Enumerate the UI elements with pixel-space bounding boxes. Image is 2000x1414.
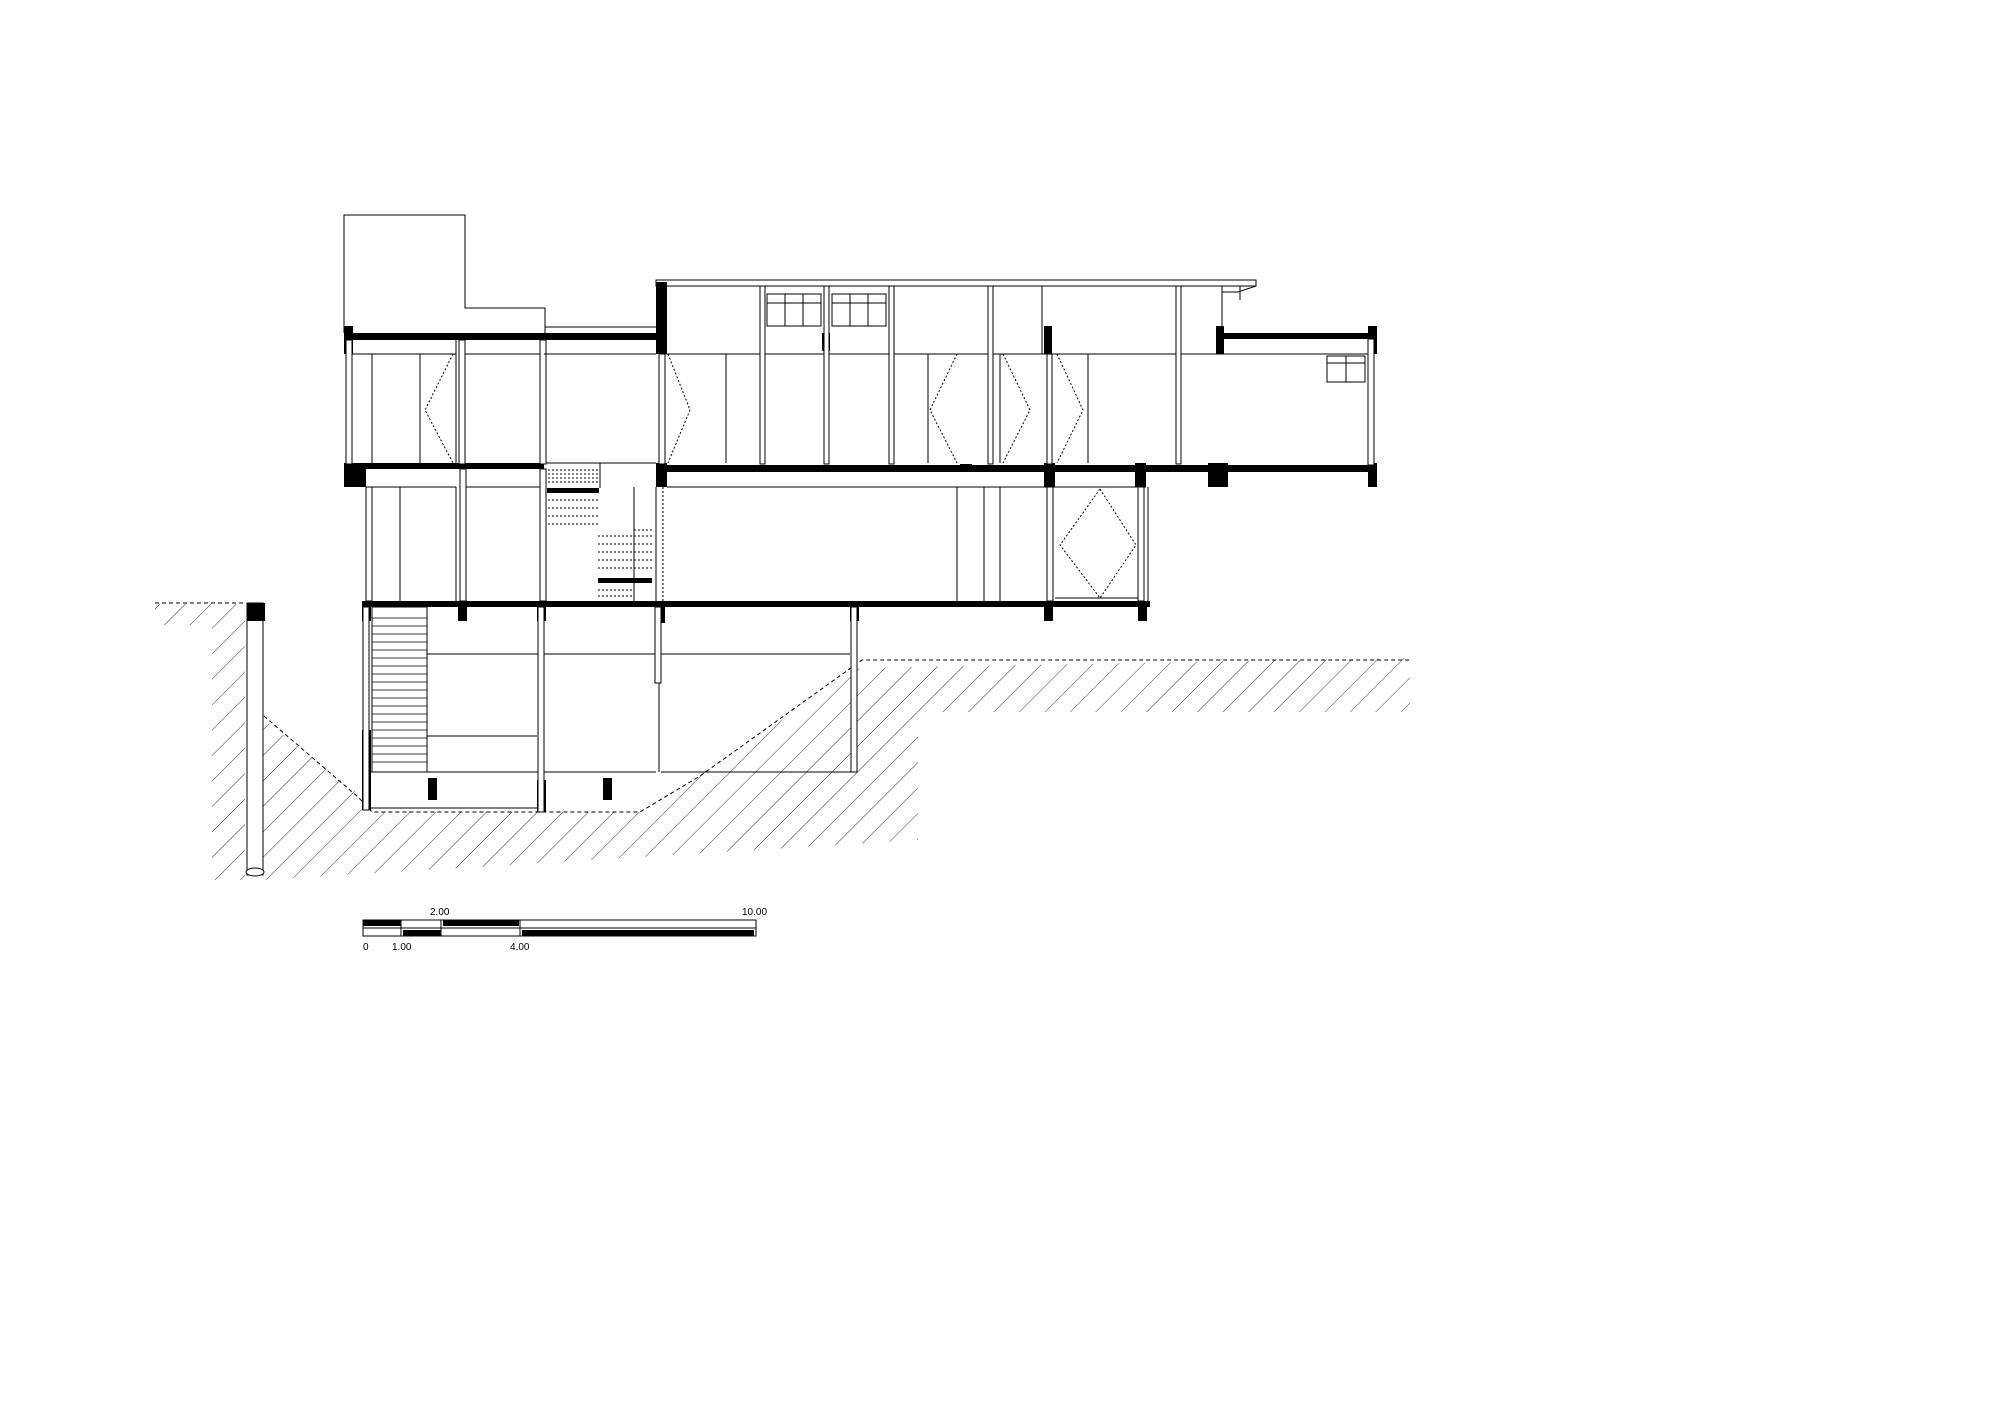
slab-level-2-right xyxy=(1222,333,1372,339)
slab-level-1-right xyxy=(656,465,1372,472)
slab-ground xyxy=(362,601,1150,607)
roof-level xyxy=(343,214,1257,333)
scale-label-10: 10.00 xyxy=(742,907,767,918)
basement-stair-treads xyxy=(372,617,427,763)
level-2-partitions xyxy=(345,285,1375,466)
stair-flight-upper xyxy=(548,469,652,597)
scale-label-2: 2.00 xyxy=(430,907,450,918)
basement-stair xyxy=(371,606,428,773)
building-section-drawing: 2.00 10.00 0 1.00 4.00 xyxy=(155,214,1410,953)
scale-segment-1-2 xyxy=(403,930,441,936)
slab-level-1-left xyxy=(344,463,544,469)
roof-parapet-outline xyxy=(343,214,546,333)
basement xyxy=(362,606,858,813)
scale-label-4: 4.00 xyxy=(510,942,530,953)
pile-tip xyxy=(245,867,265,877)
scale-bar: 2.00 10.00 0 1.00 4.00 xyxy=(362,907,767,953)
upper-roof-slab xyxy=(655,279,1257,287)
retaining-pile xyxy=(246,602,264,876)
excavation-line xyxy=(263,659,1410,813)
scale-segment-2-4 xyxy=(443,920,519,926)
pile-cap xyxy=(247,603,265,621)
scale-segment-4-10 xyxy=(522,930,754,936)
clerestory-window-2 xyxy=(831,293,887,327)
level-1-partitions xyxy=(365,462,1149,602)
clerestory-window-1 xyxy=(766,293,822,327)
ground-hatch-left xyxy=(155,604,245,880)
ground-hatch-lower xyxy=(262,658,1410,880)
terrain xyxy=(155,602,1410,880)
stair-landing xyxy=(547,488,599,493)
scale-label-1: 1.00 xyxy=(392,942,412,953)
scale-segment-0-1 xyxy=(363,920,401,926)
stair-landing-lower xyxy=(598,578,652,583)
scale-label-0: 0 xyxy=(363,942,369,953)
slab-level-2-left xyxy=(344,333,656,340)
